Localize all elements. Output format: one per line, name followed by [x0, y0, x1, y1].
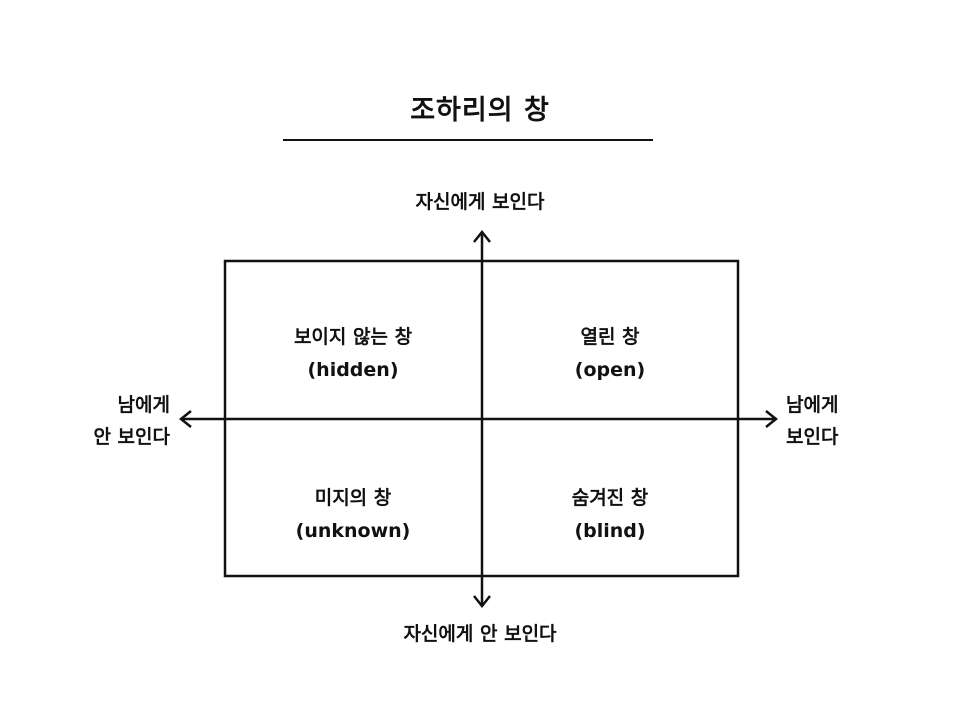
quadrant-open-english: (open): [574, 359, 646, 381]
quadrant-hidden-name: 보이지 않는 창: [293, 326, 413, 348]
axis-label-top: 자신에게 보인다: [415, 191, 545, 213]
quadrant-open: 열린 창 (open): [482, 321, 738, 387]
axis-label-right-line2: 보인다: [786, 426, 839, 448]
axis-label-bottom: 자신에게 안 보인다: [403, 623, 557, 645]
arrow-down-icon: [473, 595, 491, 609]
axis-label-right-line1: 남에게: [786, 394, 839, 416]
quadrant-hidden-english: (hidden): [307, 359, 399, 381]
axis-label-left-line2: 안 보인다: [93, 426, 170, 448]
quadrant-unknown: 미지의 창 (unknown): [225, 482, 481, 548]
quadrant-unknown-name: 미지의 창: [314, 487, 392, 509]
quadrant-open-name: 열린 창: [580, 326, 640, 348]
arrow-up-icon: [473, 229, 491, 243]
quadrant-blind-name: 숨겨진 창: [571, 487, 649, 509]
arrow-right-icon: [765, 410, 779, 428]
diagram-title: 조하리의 창: [410, 95, 550, 126]
axis-label-left-line1: 남에게: [117, 394, 170, 416]
quadrant-blind-english: (blind): [574, 520, 646, 542]
arrow-left-icon: [178, 410, 192, 428]
axis-label-right: 남에게 보인다: [786, 389, 896, 453]
quadrant-hidden: 보이지 않는 창 (hidden): [225, 321, 481, 387]
quadrant-unknown-english: (unknown): [295, 520, 411, 542]
title-underline: [283, 139, 653, 141]
axis-label-left: 남에게 안 보인다: [60, 389, 170, 453]
quadrant-blind: 숨겨진 창 (blind): [482, 482, 738, 548]
